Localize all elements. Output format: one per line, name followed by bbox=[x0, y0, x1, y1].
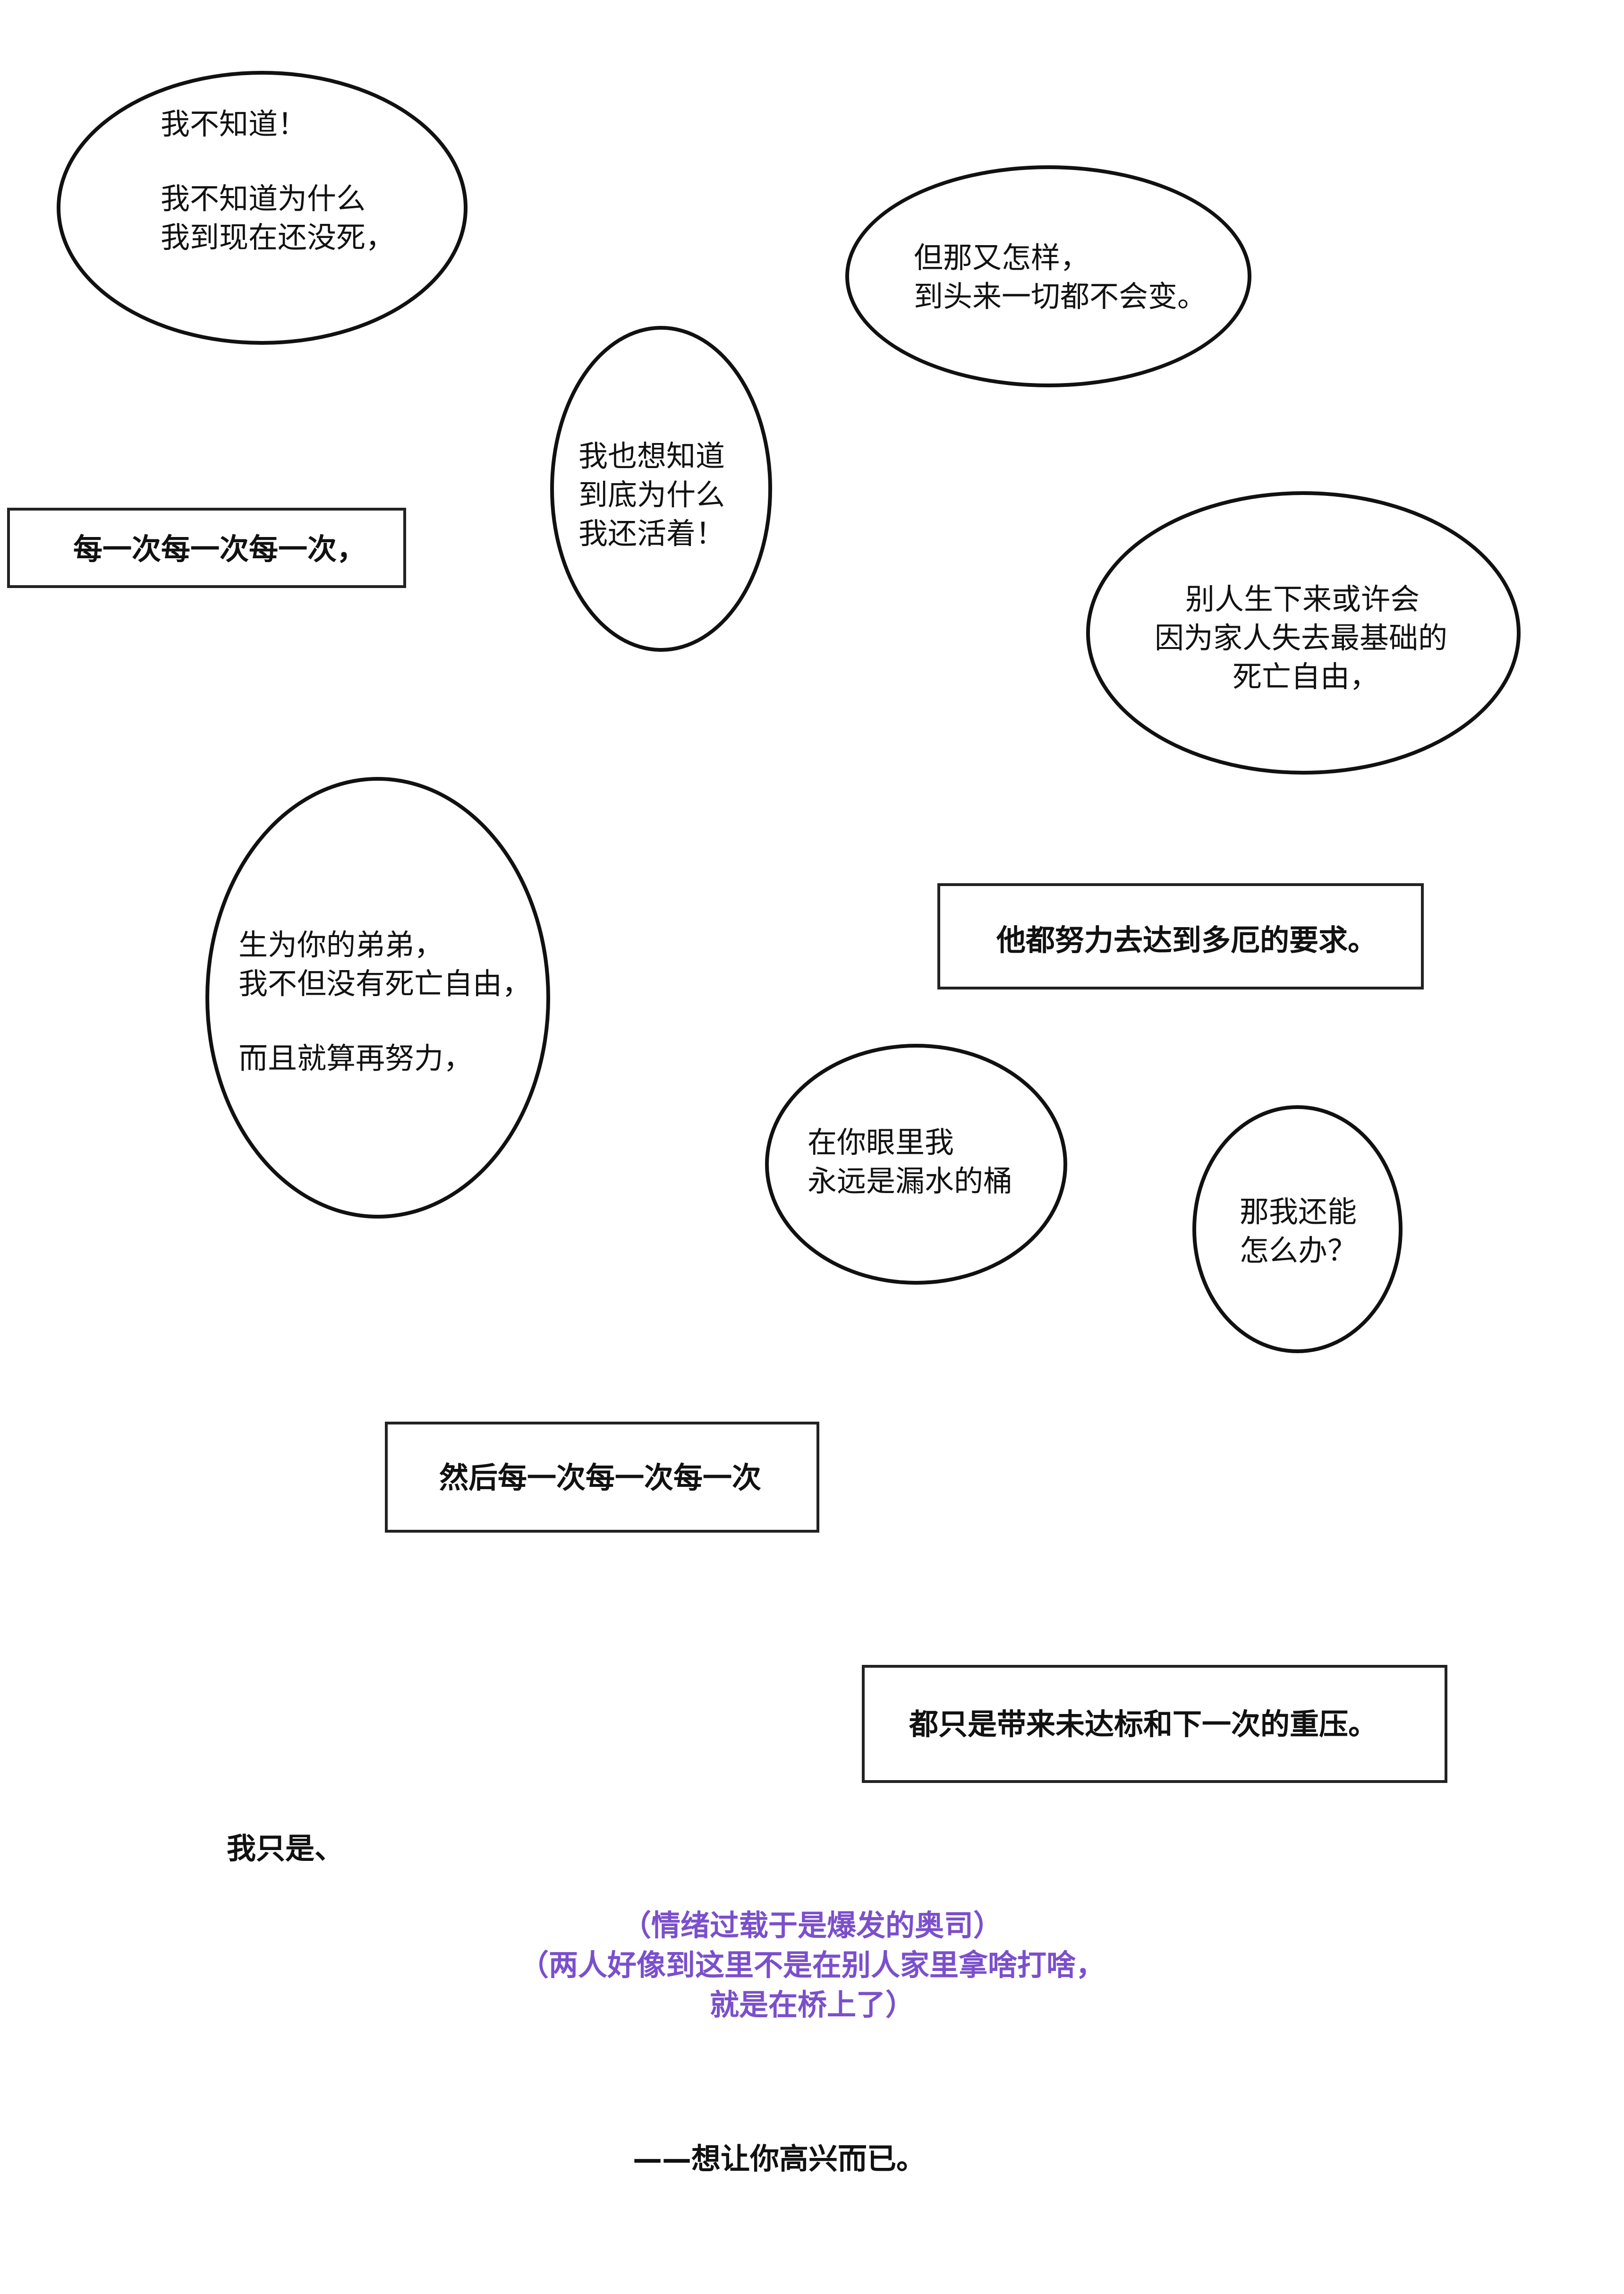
bubble-4-line-1: 别人生下来或许会 bbox=[1185, 582, 1420, 616]
free-text-only: 我只是、 bbox=[227, 1831, 344, 1866]
bubble-5-line-3: 而且就算再努力， bbox=[238, 1041, 473, 1075]
free-text-ending: ——想让你高兴而已。 bbox=[633, 2141, 926, 2176]
bubble-7-line-2: 怎么办？ bbox=[1240, 1233, 1357, 1268]
bubble-1-line-1: 我不知道！ bbox=[161, 107, 307, 141]
bubble-4-line-3: 死亡自由， bbox=[1233, 659, 1379, 694]
bubble-3-line-3: 我还活着！ bbox=[578, 516, 725, 551]
narration-box-4 bbox=[862, 1665, 1447, 1783]
narration-box-2-text: 他都努力去达到多厄的要求。 bbox=[996, 923, 1377, 957]
bubble-5-line-2: 我不但没有死亡自由， bbox=[238, 966, 532, 1001]
narration-box-3-text: 然后每一次每一次每一次 bbox=[439, 1460, 762, 1495]
bubble-2-line-2: 到头来一切都不会变。 bbox=[914, 279, 1207, 314]
note-line-2: （两人好像到这里不是在别人家里拿啥打啥， bbox=[519, 1948, 1105, 1982]
bubble-6-line-1: 在你眼里我 bbox=[808, 1125, 954, 1160]
note-line-3: 就是在桥上了） bbox=[709, 1987, 915, 2022]
speech-bubble-7 bbox=[1192, 1105, 1403, 1353]
bubble-1-line-2: 我不知道为什么 bbox=[161, 181, 366, 216]
narration-box-4-text: 都只是带来未达标和下一次的重压。 bbox=[909, 1707, 1378, 1741]
speech-bubble-1 bbox=[57, 71, 468, 345]
speech-bubble-2 bbox=[845, 165, 1251, 387]
narration-box-2 bbox=[937, 883, 1424, 989]
bubble-6-line-2: 永远是漏水的桶 bbox=[808, 1164, 1013, 1198]
translator-note: （情绪过载于是爆发的奥司） （两人好像到这里不是在别人家里拿啥打啥， 就是在桥上… bbox=[387, 1906, 1237, 2025]
speech-bubble-3 bbox=[550, 326, 772, 652]
bubble-5-line-1: 生为你的弟弟， bbox=[238, 928, 444, 962]
narration-box-1 bbox=[7, 508, 406, 588]
bubble-7-line-1: 那我还能 bbox=[1240, 1194, 1357, 1229]
bubble-3-line-2: 到底为什么 bbox=[578, 478, 725, 512]
speech-bubble-4 bbox=[1086, 491, 1521, 775]
bubble-3-line-1: 我也想知道 bbox=[578, 439, 725, 473]
narration-box-1-text: 每一次每一次每一次， bbox=[73, 532, 366, 566]
speech-bubble-5 bbox=[205, 777, 550, 1219]
bubble-1-line-3: 我到现在还没死， bbox=[161, 220, 395, 255]
narration-box-3 bbox=[385, 1422, 819, 1533]
note-line-1: （情绪过载于是爆发的奥司） bbox=[621, 1908, 1003, 1943]
bubble-4-line-2: 因为家人失去最基础的 bbox=[1155, 621, 1448, 655]
speech-bubble-6 bbox=[765, 1044, 1067, 1285]
bubble-2-line-1: 但那又怎样， bbox=[914, 240, 1090, 275]
